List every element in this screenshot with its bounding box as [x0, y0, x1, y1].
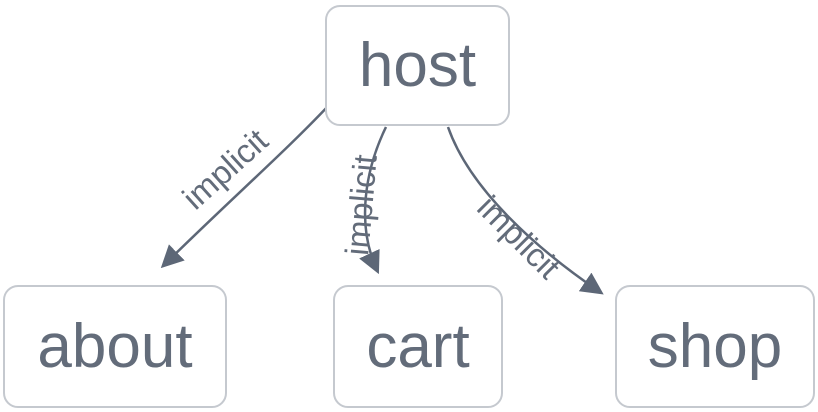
- edge-label-host-shop: implicit: [470, 188, 567, 285]
- edge-host-shop: [446, 126, 604, 295]
- node-cart-label: cart: [366, 311, 470, 381]
- node-about: about: [3, 285, 227, 408]
- node-shop-label: shop: [647, 311, 783, 381]
- edge-host-cart: [359, 126, 388, 275]
- edge-label-host-cart: implicit: [338, 153, 384, 257]
- node-host: host: [325, 5, 510, 126]
- edge-host-about: [160, 102, 332, 269]
- edge-label-host-about: implicit: [175, 122, 275, 217]
- node-cart: cart: [333, 285, 503, 408]
- node-about-label: about: [37, 311, 193, 381]
- node-host-label: host: [358, 30, 477, 100]
- node-shop: shop: [615, 285, 815, 408]
